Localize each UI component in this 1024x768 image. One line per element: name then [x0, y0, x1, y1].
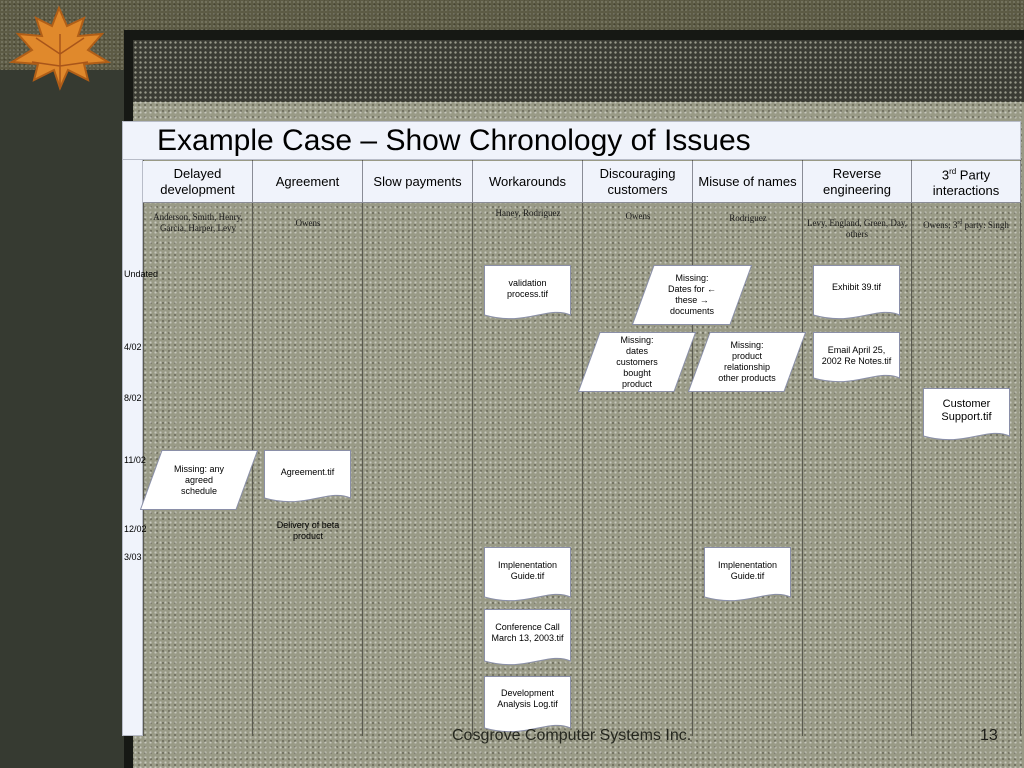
column-header-misuse-of-names: Misuse of names	[693, 161, 803, 203]
column-divider	[252, 160, 253, 736]
document-shape-icon	[813, 265, 900, 320]
doc-agreement[interactable]: Agreement.tif	[264, 450, 351, 506]
column-header-discouraging-customers: Discouraging customers	[583, 161, 693, 203]
doc-label: Conference Call March 13, 2003.tif	[491, 622, 564, 643]
autumn-leaf-icon	[8, 5, 112, 91]
people-third-party-rest: party: Singh	[962, 220, 1009, 230]
doc-implementation-guide-misuse[interactable]: Implenentation Guide.tif	[704, 547, 791, 605]
row-label-12-02: 12/02	[124, 524, 147, 534]
doc-label: validation process.tif	[506, 278, 548, 299]
doc-label: Implenentation Guide.tif	[497, 560, 558, 581]
column-header-delayed-development: Delayed development	[143, 161, 253, 203]
row-label-11-02: 11/02	[124, 455, 146, 465]
note-missing-schedule[interactable]: Missing: any agreed schedule	[140, 450, 258, 510]
people-delayed-development: Anderson, Smith, Henry, Garcia, Harper, …	[153, 212, 243, 233]
row-label-undated: Undated	[124, 269, 159, 279]
doc-email-april[interactable]: Email April 25, 2002 Re Notes.tif	[813, 332, 900, 386]
title-bar: Example Case – Show Chronology of Issues	[122, 121, 1021, 160]
row-label-3-03: 3/03	[124, 552, 142, 562]
column-divider	[362, 160, 363, 736]
people-third-party-main: Owens; 3	[923, 220, 958, 230]
note-missing-customers[interactable]: Missing: dates customers bought product	[578, 332, 696, 392]
document-shape-icon	[484, 609, 571, 666]
people-third-party-sup: rd	[957, 220, 963, 226]
people-workarounds: Haney, Rodriguez	[495, 208, 561, 218]
doc-label: Exhibit 39.tif	[831, 282, 882, 292]
note-label: Missing: Dates for ← these → documents	[667, 273, 716, 316]
document-shape-icon	[813, 332, 900, 383]
note-label: Missing: product relationship other prod…	[718, 340, 776, 383]
column-divider	[1020, 160, 1021, 736]
people-third-party: Owens; 3rd party: Singh	[914, 218, 1018, 231]
doc-label: Development Analysis Log.tif	[497, 688, 558, 709]
doc-customer-support[interactable]: Customer Support.tif	[923, 388, 1010, 444]
doc-label: Agreement.tif	[280, 467, 335, 477]
note-missing-relationship[interactable]: Missing: product relationship other prod…	[688, 332, 806, 392]
doc-label: Implenentation Guide.tif	[717, 560, 778, 581]
column-divider	[472, 160, 473, 736]
people-misuse-of-names: Rodriguez	[729, 213, 767, 223]
slide-title: Example Case – Show Chronology of Issues	[157, 124, 751, 157]
doc-label: Customer Support.tif	[941, 398, 992, 423]
column-header-slow-payments: Slow payments	[363, 161, 473, 203]
footer-company: Cosgrove Computer Systems Inc.	[452, 727, 692, 744]
document-shape-icon	[484, 265, 571, 320]
third-party-number: 3	[941, 167, 950, 183]
row-label-strip	[122, 160, 143, 736]
column-divider	[692, 160, 693, 736]
third-party-ordinal: rd	[949, 166, 957, 176]
column-header-agreement: Agreement	[253, 161, 363, 203]
column-header-reverse-engineering: Reverse engineering	[803, 161, 912, 203]
page-number: 13	[980, 727, 998, 744]
column-divider	[582, 160, 583, 736]
doc-validation-process[interactable]: validation process.tif	[484, 265, 571, 323]
doc-implementation-guide-workarounds[interactable]: Implenentation Guide.tif	[484, 547, 571, 605]
parallelogram-shape-icon	[578, 332, 696, 392]
parallelogram-shape-icon	[632, 265, 752, 325]
delivery-beta-note: Delivery of beta product	[276, 520, 340, 541]
third-party-label: Party interactions	[932, 167, 1000, 199]
parallelogram-shape-icon	[688, 332, 806, 392]
column-header-workarounds: Workarounds	[473, 161, 583, 203]
note-label: Missing: dates customers bought product	[616, 334, 658, 389]
note-label: Missing: any agreed schedule	[173, 463, 225, 496]
doc-development-analysis-log[interactable]: Development Analysis Log.tif	[484, 676, 571, 736]
board-top-band	[133, 40, 1024, 102]
column-header-third-party-interactions: 3rd Party interactions	[912, 161, 1021, 203]
people-agreement: Owens	[295, 218, 321, 228]
document-shape-icon	[484, 547, 571, 602]
column-divider	[143, 160, 144, 736]
document-shape-icon	[704, 547, 791, 602]
row-label-4-02: 4/02	[124, 342, 142, 352]
doc-conference-call[interactable]: Conference Call March 13, 2003.tif	[484, 609, 571, 669]
column-divider	[911, 160, 912, 736]
document-shape-icon	[923, 388, 1010, 441]
document-shape-icon	[264, 450, 351, 503]
parallelogram-shape-icon	[140, 450, 258, 510]
document-shape-icon	[484, 676, 571, 733]
left-dark-bar	[0, 70, 124, 768]
note-missing-dates[interactable]: Missing: Dates for ← these → documents	[632, 265, 752, 325]
doc-label: Email April 25, 2002 Re Notes.tif	[821, 345, 892, 366]
people-reverse-engineering: Levy, England, Green, Day, others	[806, 218, 908, 239]
people-discouraging-customers: Owens	[625, 211, 651, 221]
doc-exhibit-39[interactable]: Exhibit 39.tif	[813, 265, 900, 323]
row-label-8-02: 8/02	[124, 393, 142, 403]
column-divider	[802, 160, 803, 736]
